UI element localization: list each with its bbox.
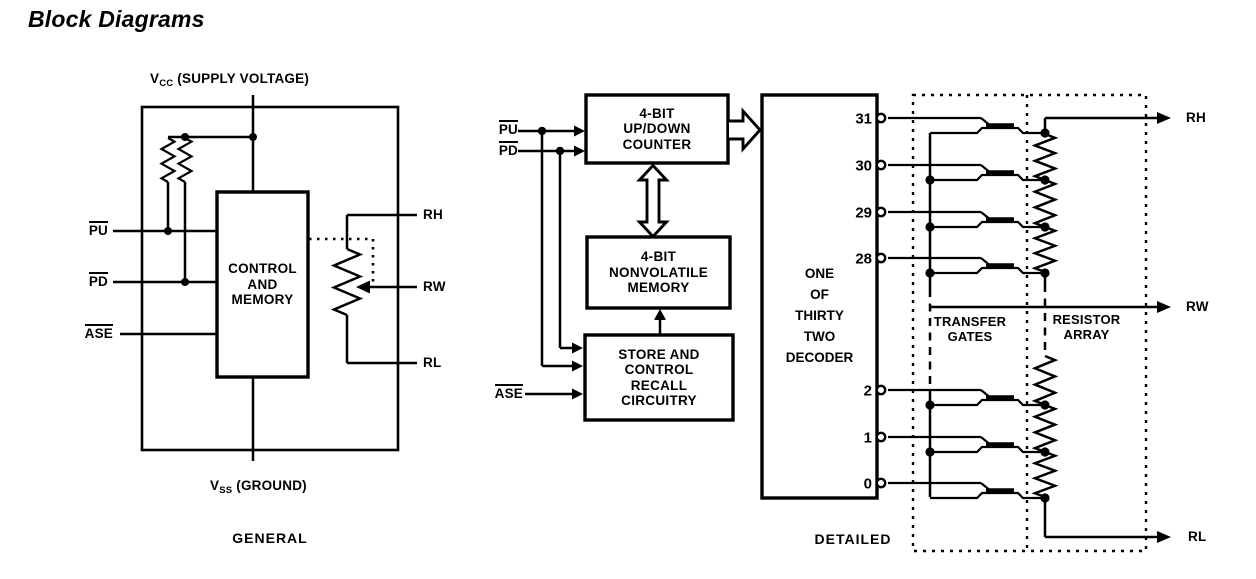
page-title: Block Diagrams bbox=[28, 6, 205, 32]
counter-box-label: 4-BIT UP/DOWN COUNTER bbox=[622, 105, 692, 152]
pin-label-ase: ASE bbox=[494, 384, 523, 401]
store-recall-box-label: STORE AND CONTROL RECALL CIRCUITRY bbox=[618, 346, 700, 409]
decoder-box-label: ONE OF THIRTY TWO DECODER bbox=[785, 266, 854, 365]
pin-label-pd: PD bbox=[88, 272, 108, 289]
transfer-gate-row: 2 bbox=[864, 383, 1045, 407]
transfer-gate-row: 0 bbox=[864, 476, 1045, 500]
decoder-output-label: 31 bbox=[855, 111, 872, 128]
terminal-label-rw: RW bbox=[1186, 299, 1209, 314]
decoder-output-label: 2 bbox=[864, 383, 872, 400]
terminal-label-rh: RH bbox=[1186, 110, 1206, 125]
decoder-output-terminal bbox=[875, 206, 887, 218]
control-memory-box bbox=[215, 190, 310, 379]
bus-arrow bbox=[729, 107, 762, 153]
detailed-caption: DETAILED bbox=[814, 531, 892, 547]
transfer-gates-label: TRANSFER GATES bbox=[933, 314, 1007, 344]
general-diagram bbox=[113, 95, 417, 461]
decoder-output-label: 29 bbox=[855, 205, 872, 222]
pin-label-pd: PD bbox=[498, 141, 518, 158]
terminal-label-rl: RL bbox=[423, 355, 442, 370]
mosfet-channel bbox=[930, 266, 1045, 275]
transfer-gate-row: 29 bbox=[855, 205, 1045, 229]
terminal-label-rh: RH bbox=[423, 207, 443, 222]
pin-label-ase: ASE bbox=[84, 324, 113, 341]
wiper-control-dotted-line bbox=[309, 237, 375, 283]
mosfet-channel bbox=[930, 173, 1045, 182]
store-to-memory-arrow bbox=[654, 309, 666, 320]
control-memory-box-label: CONTROL AND MEMORY bbox=[228, 261, 297, 308]
transfer-gate-row: 31 bbox=[855, 111, 1045, 135]
pullup-resistor bbox=[176, 137, 194, 183]
resistor-array-label: RESISTOR ARRAY bbox=[1052, 312, 1121, 342]
terminal-label-rl: RL bbox=[1188, 529, 1207, 544]
general-outer-box bbox=[140, 105, 400, 452]
transfer-gate-row: 28 bbox=[855, 251, 1045, 275]
transfer-gate-row: 1 bbox=[864, 430, 1045, 454]
decoder-output-terminal bbox=[875, 477, 887, 489]
decoder-output-label: 30 bbox=[855, 158, 872, 175]
counter-memory-double-arrow bbox=[636, 163, 670, 239]
decoder-box bbox=[760, 93, 879, 500]
pullup-resistor bbox=[159, 137, 177, 183]
mosfet-channel bbox=[930, 398, 1045, 407]
decoder-output-terminal bbox=[875, 252, 887, 264]
mosfet-channel bbox=[930, 491, 1045, 500]
memory-box bbox=[585, 235, 732, 310]
decoder-output-label: 0 bbox=[864, 476, 872, 493]
pin-label-pu: PU bbox=[498, 120, 518, 137]
mosfet-channel bbox=[930, 445, 1045, 454]
vcc-supply-label: VCC (SUPPLY VOLTAGE) bbox=[150, 71, 310, 89]
wiper-arrow bbox=[356, 280, 370, 294]
memory-box-label: 4-BIT NONVOLATILE MEMORY bbox=[608, 249, 709, 296]
decoder-output-terminal bbox=[875, 112, 887, 124]
decoder-output-label: 1 bbox=[864, 430, 872, 447]
decoder-output-terminal bbox=[875, 431, 887, 443]
potentiometer-resistor bbox=[330, 247, 364, 317]
pin-label-pu: PU bbox=[88, 221, 108, 238]
mosfet-channel bbox=[930, 220, 1045, 229]
detailed-diagram: 31 30 29 28 2 1 0 bbox=[518, 93, 1171, 553]
general-caption: GENERAL bbox=[232, 530, 308, 546]
decoder-output-terminal bbox=[875, 159, 887, 171]
transfer-gate-row: 30 bbox=[855, 158, 1045, 182]
decoder-output-label: 28 bbox=[855, 251, 872, 268]
terminal-label-rw: RW bbox=[423, 279, 446, 294]
decoder-output-terminal bbox=[875, 384, 887, 396]
vss-ground-label: VSS (GROUND) bbox=[210, 478, 307, 496]
mosfet-channel bbox=[930, 126, 1045, 135]
counter-box bbox=[584, 93, 730, 165]
transfer-gates-resistor-array-dashed-box bbox=[911, 93, 1148, 553]
transfer-gates-group: 31 30 29 28 2 1 0 bbox=[855, 111, 1045, 500]
